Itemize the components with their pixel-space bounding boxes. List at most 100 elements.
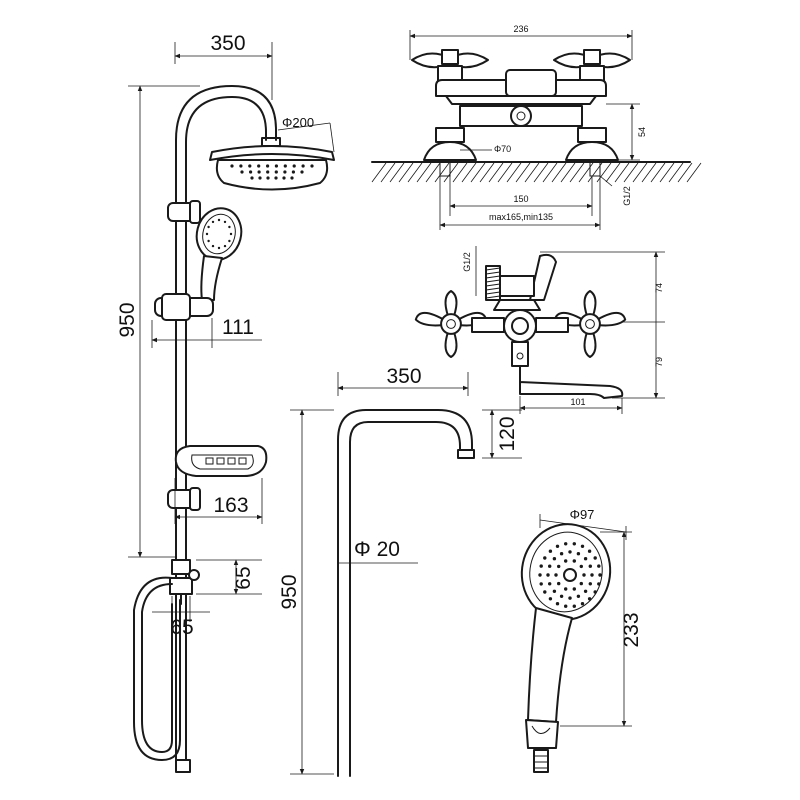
hand-shower-drawing: Φ97 233 bbox=[520, 507, 643, 773]
nozzle-dot bbox=[564, 587, 568, 591]
hand-length-label: 233 bbox=[620, 612, 643, 647]
hand-shower-mini bbox=[195, 207, 243, 301]
mixer-height-label: 54 bbox=[637, 127, 647, 137]
wall-hatch-line bbox=[479, 162, 495, 183]
thread-line bbox=[485, 267, 501, 271]
nozzle-dot bbox=[217, 246, 221, 250]
soap-dish bbox=[174, 445, 268, 477]
nozzle-dot bbox=[582, 573, 586, 577]
nozzle-dot bbox=[310, 164, 314, 168]
nozzle-dot bbox=[257, 170, 261, 174]
mixer-width-label: 236 bbox=[513, 24, 528, 34]
nozzle-dot bbox=[597, 564, 601, 568]
riser-diameter-label: Φ 20 bbox=[354, 538, 400, 561]
nozzle-dot bbox=[554, 573, 558, 577]
drain-slot bbox=[238, 457, 247, 465]
nozzle-dot bbox=[564, 604, 568, 608]
wall-hatch-line bbox=[650, 162, 666, 183]
nozzle-dot bbox=[223, 220, 227, 224]
handle-hub bbox=[440, 313, 462, 335]
riser-drop-label: 120 bbox=[496, 416, 519, 451]
flange-diameter-label: Φ70 bbox=[494, 144, 511, 154]
nozzle-dot bbox=[552, 557, 557, 561]
nozzle-dot bbox=[230, 164, 234, 168]
head-diameter-label: Φ200 bbox=[282, 115, 314, 130]
center-distance-label: 150 bbox=[513, 194, 528, 204]
nozzle-dot bbox=[572, 559, 576, 563]
nozzle-dot bbox=[568, 550, 572, 554]
nozzle-dot bbox=[249, 170, 253, 174]
diverter-height-label: 65 bbox=[232, 566, 255, 589]
nozzle-dot bbox=[248, 164, 252, 168]
nozzle-dot bbox=[568, 596, 572, 600]
wall-hatch-line bbox=[533, 162, 549, 183]
nozzle-dot bbox=[548, 597, 553, 601]
nozzle-dot bbox=[564, 542, 568, 546]
nozzle-dot bbox=[557, 564, 561, 569]
nozzle-dot bbox=[274, 170, 278, 174]
wall-hatch-line bbox=[641, 162, 657, 183]
nozzle-dot bbox=[593, 590, 597, 594]
nozzle-dot bbox=[266, 176, 270, 180]
wall-hatch-line bbox=[398, 162, 414, 183]
nozzle-dot bbox=[555, 602, 560, 606]
thread-line bbox=[485, 295, 501, 299]
wall-hatch-line bbox=[686, 162, 702, 183]
nozzle-dot bbox=[211, 220, 215, 224]
nozzle-dot bbox=[590, 573, 594, 577]
nozzle-dot bbox=[579, 564, 583, 569]
mixer-front-view: 236 Φ70 54 G1/2 150 bbox=[371, 24, 702, 230]
wall-hatch-line bbox=[407, 162, 423, 183]
nozzle-dot bbox=[239, 164, 243, 168]
wall-hatch-line bbox=[506, 162, 522, 183]
wall-hatch-line bbox=[371, 162, 387, 183]
nozzle-dot bbox=[538, 573, 542, 577]
rain-head bbox=[209, 145, 335, 191]
nozzle-dot bbox=[548, 582, 552, 586]
nozzle-dot bbox=[559, 594, 564, 598]
wall-hatch-line bbox=[452, 162, 468, 183]
nozzle-dot bbox=[229, 232, 233, 236]
nozzle-dot bbox=[217, 218, 221, 222]
nozzle-dot bbox=[593, 556, 597, 560]
wall-hatch-line bbox=[470, 162, 486, 183]
nozzle-dot bbox=[539, 582, 543, 586]
nozzle-dot bbox=[274, 176, 278, 180]
body-arm bbox=[471, 317, 505, 333]
wall-hatch-line bbox=[578, 162, 594, 183]
wall-hatch-line bbox=[632, 162, 648, 183]
nozzle-dot bbox=[548, 549, 553, 553]
hand-diameter-label: Φ97 bbox=[570, 507, 595, 522]
wall-hatch-line bbox=[497, 162, 513, 183]
nozzle-dot bbox=[300, 170, 304, 174]
drain-slot bbox=[227, 457, 236, 465]
mixer-thread-label: G1/2 bbox=[622, 186, 632, 206]
nozzle-dot bbox=[583, 557, 588, 561]
nozzle-dot bbox=[211, 244, 215, 248]
wall-hatch-line bbox=[425, 162, 441, 183]
diverter-width-label: 65 bbox=[170, 616, 193, 639]
wall-hatch-line bbox=[623, 162, 639, 183]
nozzle-dot bbox=[257, 164, 261, 168]
thread-line bbox=[485, 279, 501, 283]
riser-pipe-drawing: 350 120 950 Φ 20 bbox=[278, 365, 522, 777]
nozzle-dot bbox=[274, 164, 278, 168]
spout-length-label: 101 bbox=[570, 397, 585, 407]
nozzle-dot bbox=[583, 589, 588, 593]
column-width-label: 350 bbox=[210, 32, 245, 55]
nozzle-dot bbox=[283, 164, 287, 168]
nozzle-dot bbox=[557, 581, 561, 586]
nozzle-dot bbox=[576, 594, 581, 598]
wall-hatch-line bbox=[434, 162, 450, 183]
wall-hatch-line bbox=[443, 162, 459, 183]
wall-hatch-line bbox=[416, 162, 432, 183]
nozzle-dot bbox=[291, 170, 295, 174]
nozzle-dot bbox=[228, 225, 231, 229]
handle-top-hub bbox=[441, 49, 459, 65]
nozzle-dot bbox=[292, 164, 296, 168]
riser-height-label: 950 bbox=[278, 574, 301, 609]
cross-handle bbox=[553, 290, 627, 358]
nozzle-dot bbox=[552, 589, 557, 593]
nozzle-dot bbox=[543, 590, 547, 594]
